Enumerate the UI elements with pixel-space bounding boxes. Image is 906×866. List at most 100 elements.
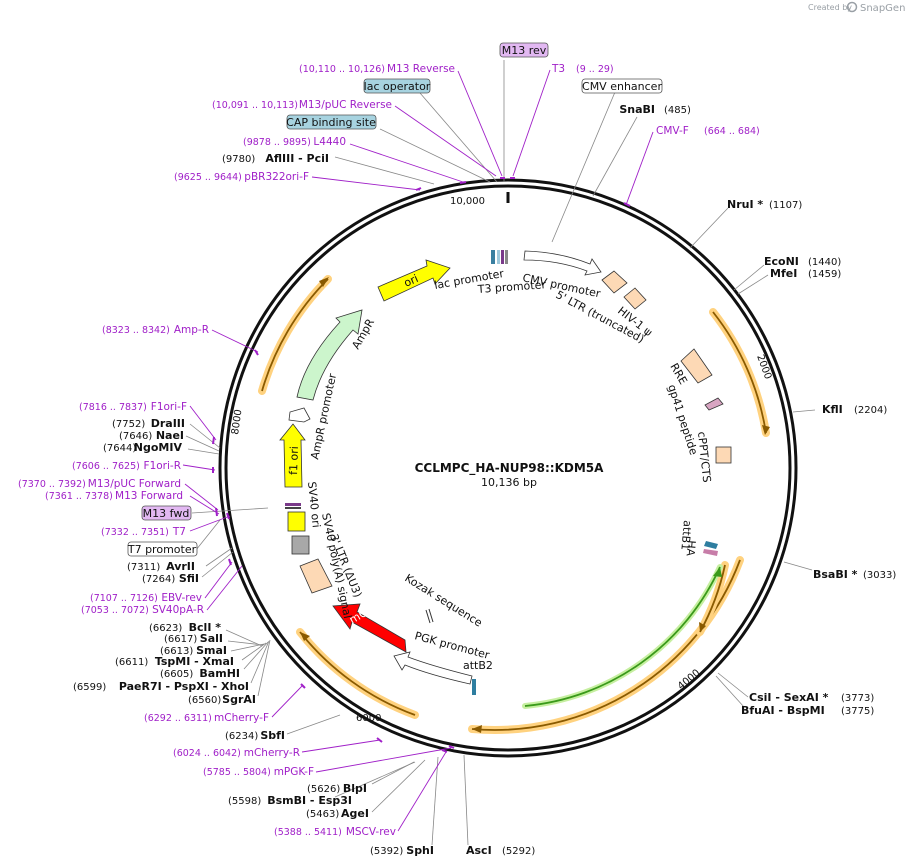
hiv-psi-box	[623, 287, 647, 310]
enzyme-mfei: MfeI	[770, 267, 797, 280]
backbone-inner-ring	[224, 184, 792, 752]
enzyme-bfuai-bspmi: BfuAI - BspMI	[741, 704, 825, 717]
enzyme-bsmbi-esp3i-pos: (5598)	[228, 796, 261, 807]
primer-t7-range: (7332 .. 7351)	[101, 527, 169, 538]
primer-f1ori-r: F1ori-R	[144, 460, 181, 472]
attb1-mark	[704, 541, 718, 549]
orf-arc-bottom-left	[299, 631, 416, 716]
enzyme-bfuai-bspmi-pos: (3775)	[841, 706, 874, 717]
tick-2000: 2000	[754, 353, 773, 381]
enzyme-blpi-pos: (5626)	[307, 784, 340, 795]
enzyme-asci: AscI	[466, 844, 492, 857]
ori-label: ori	[402, 272, 420, 290]
primer-t7: T7	[172, 526, 186, 538]
m13-fwd-mark	[285, 507, 301, 509]
enzyme-tspmi-pos: (6611)	[115, 657, 148, 668]
enzyme-paer7i-pos: (6599)	[73, 682, 106, 693]
enzyme-asci-pos: (5292)	[502, 846, 535, 857]
primer-mcherry-r: mCherry-R	[244, 747, 300, 759]
enzyme-sali-pos: (6617)	[164, 634, 197, 645]
primer-m13-reverse-range: (10,110 .. 10,126)	[299, 64, 385, 75]
lac-operator-box	[363, 78, 431, 94]
enzyme-agei: AgeI	[341, 807, 369, 820]
pgk-promoter-label: PGK promoter	[413, 629, 491, 662]
enzyme-snabi: SnaBI	[619, 103, 655, 116]
cmv-enhancer-box	[581, 78, 663, 94]
ltr5-box	[601, 270, 628, 294]
primer-t3: T3	[551, 63, 565, 75]
attb1-label: attB1	[678, 520, 694, 551]
enzyme-paer7i-pspxi-xhoi: PaeR7I - PspXI - XhoI	[119, 680, 249, 693]
primer-f1ori-r-range: (7606 .. 7625)	[72, 461, 140, 472]
t7-mark	[285, 503, 301, 506]
ori-arrow	[377, 259, 451, 302]
enzyme-tspmi-xmai: TspMI - XmaI	[155, 655, 234, 668]
primer-ebv-rev-range: (7107 .. 7126)	[90, 593, 158, 604]
t7-promoter-label: T7 promoter	[127, 543, 197, 556]
f1-ori-label: f1 ori	[287, 446, 301, 475]
enzyme-sfii-pos: (7264)	[142, 574, 175, 585]
green-arrowhead	[713, 567, 722, 577]
leader-lines	[185, 60, 816, 846]
gp41-box	[704, 397, 724, 411]
primer-m13-reverse: M13 Reverse	[387, 63, 455, 75]
enzyme-sgrai-pos: (6560)	[188, 695, 221, 706]
enzyme-mfei-pos: (1459)	[808, 269, 841, 280]
rre-box	[680, 348, 713, 384]
plasmid-length: 10,136 bp	[481, 476, 537, 489]
enzyme-bsabi: BsaBI *	[813, 568, 858, 581]
enzyme-sfii: SfiI	[179, 572, 199, 585]
orf-arrowhead-2	[472, 725, 482, 733]
sv40-ori-box	[287, 511, 306, 532]
ltr3-box	[299, 558, 333, 594]
boxed-feature-labels: M13 rev lac operator CAP binding site CM…	[127, 42, 663, 557]
primer-m13-puc-reverse: M13/pUC Reverse	[299, 99, 392, 111]
primer-l4440: L4440	[313, 136, 346, 148]
cap-site-box	[286, 114, 377, 130]
green-arc	[524, 566, 721, 707]
enzyme-kfli: KflI	[822, 403, 843, 416]
primer-f1ori-f-range: (7816 .. 7837)	[79, 402, 147, 413]
enzyme-nrui-pos: (1107)	[769, 200, 802, 211]
enzyme-sgrai: SgrAI	[222, 693, 256, 706]
primer-cmv-f: CMV-F	[656, 125, 689, 137]
lac-operator-label: lac operator	[364, 80, 431, 93]
primer-l4440-range: (9878 .. 9895)	[243, 137, 311, 148]
t3-promoter-label: T3 promoter	[476, 278, 546, 296]
credit-brand: SnapGene	[860, 3, 906, 14]
enzyme-bsmbi-esp3i: BsmBI - Esp3I	[267, 794, 352, 807]
mcherry-arrow	[332, 603, 407, 653]
primer-marks	[212, 177, 631, 753]
pgk-promoter-arrow	[393, 651, 473, 685]
primer-mcherry-f-range: (6292 .. 6311)	[144, 713, 212, 724]
orf-arrowhead-3	[319, 277, 329, 287]
enzyme-smai-pos: (6613)	[160, 646, 193, 657]
primer-m13-puc-reverse-range: (10,091 .. 10,113)	[212, 100, 298, 111]
primer-mcherry-f: mCherry-F	[214, 712, 269, 724]
cap-site-label: CAP binding site	[286, 116, 376, 129]
backbone-outer-ring	[218, 178, 798, 758]
plasmid-name: CCLMPC_HA-NUP98::KDM5A	[415, 461, 605, 476]
enzyme-afliii-pos: (9780)	[222, 154, 255, 165]
primer-m13-forward-range: (7361 .. 7378)	[45, 491, 113, 502]
primer-m13-puc-forward-range: (7370 .. 7392)	[18, 479, 86, 490]
attb2-mark	[472, 679, 476, 695]
primer-mscv-rev: MSCV-rev	[346, 826, 396, 838]
primer-leader-lines	[182, 69, 654, 832]
enzyme-kfli-pos: (2204)	[854, 405, 887, 416]
primer-m13-forward: M13 Forward	[115, 490, 183, 502]
primer-labels: M13 Reverse (10,110 .. 10,126) T3 (9 .. …	[18, 63, 760, 838]
cmv-enhancer-label: CMV enhancer	[582, 80, 662, 93]
enzyme-sphi: SphI	[406, 844, 434, 857]
m13-rev-box	[499, 42, 549, 58]
primer-mpgk-f: mPGK-F	[274, 766, 314, 778]
primer-ebv-rev: EBV-rev	[161, 592, 202, 604]
enzyme-draiii-pos: (7752)	[112, 419, 145, 430]
sv40-ori-label: SV40 ori	[305, 481, 323, 528]
enzyme-bamhi-pos: (6605)	[160, 669, 193, 680]
primer-pbr322ori-f-range: (9625 .. 9644)	[174, 172, 242, 183]
primer-t3-range: (9 .. 29)	[576, 64, 614, 75]
tick-6000: 6000	[356, 713, 381, 724]
